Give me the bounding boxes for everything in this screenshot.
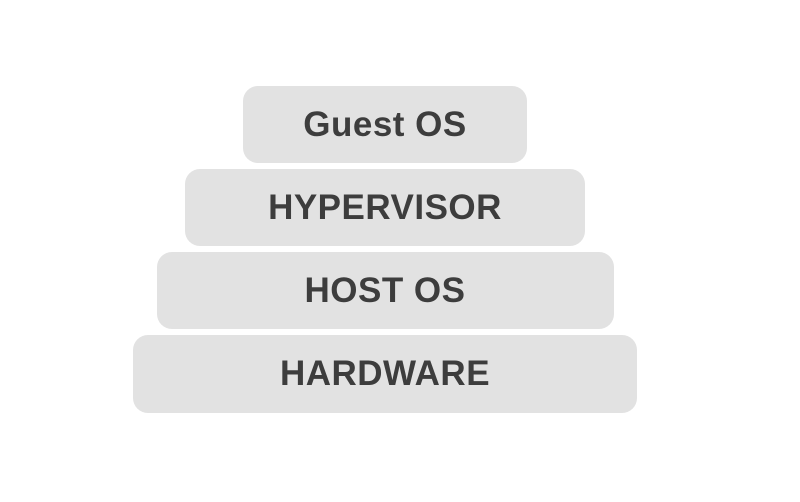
layer-hardware-label: HARDWARE	[279, 354, 491, 393]
layer-hypervisor-label: HYPERVISOR	[268, 187, 502, 227]
layer-host-os-label: HOST OS	[304, 270, 466, 310]
layer-host-os: HOST OS	[156, 252, 614, 329]
virtualization-stack: Guest OS HYPERVISOR HOST OS HARDWARE	[133, 86, 637, 413]
layer-hypervisor: HYPERVISOR	[185, 169, 585, 246]
layer-guest-os-label: Guest OS	[303, 104, 467, 144]
layer-guest-os: Guest OS	[243, 86, 527, 163]
layer-hardware: HARDWARE	[133, 335, 637, 413]
